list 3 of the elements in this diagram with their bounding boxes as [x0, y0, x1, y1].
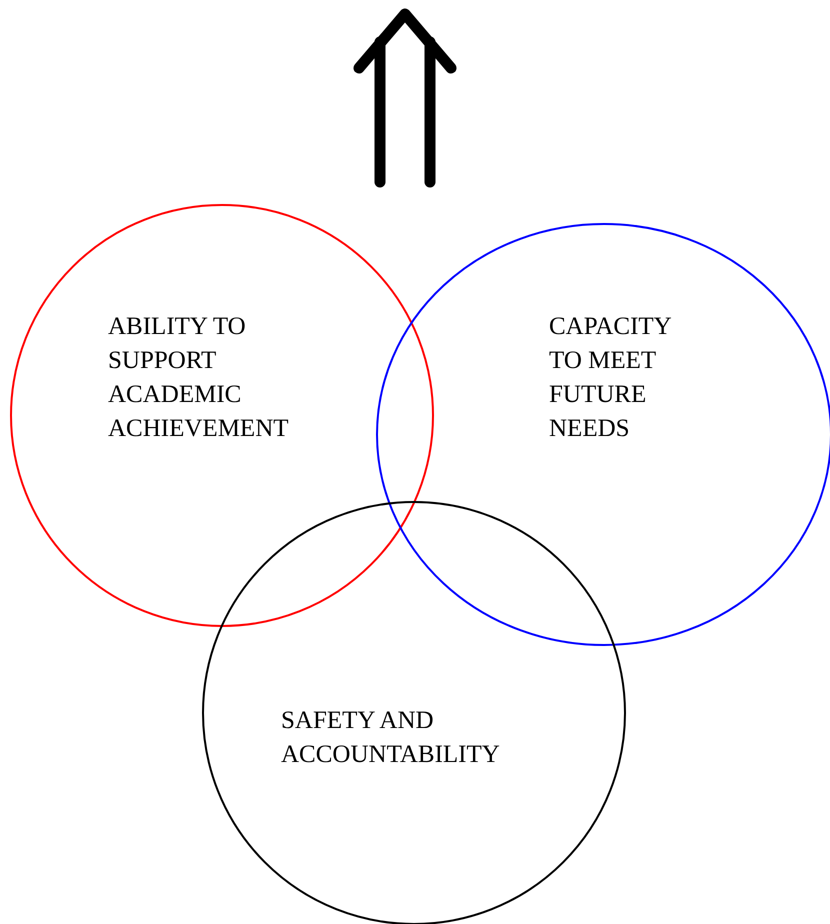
circle-label: CAPACITY TO MEET FUTURE NEEDS [549, 312, 672, 444]
circle-label: SAFETY AND ACCOUNTABILITY [281, 706, 501, 770]
circle-label: ABILITY TO SUPPORT ACADEMIC ACHIEVEMENT [108, 312, 290, 444]
